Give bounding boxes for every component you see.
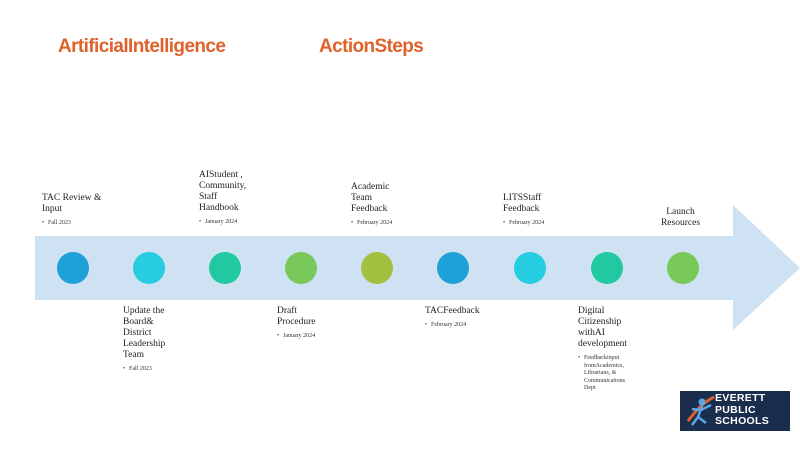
timeline-dot xyxy=(591,252,623,284)
timeline-dot xyxy=(361,252,393,284)
step-date: January 2024 xyxy=(199,219,269,227)
step-label: TAC Review & Input xyxy=(42,193,102,214)
step-label: Launch Resources xyxy=(660,207,701,228)
step-date: Fall 2023 xyxy=(123,366,178,374)
step-date: February 2024 xyxy=(351,220,421,228)
step-label: Update the Board& District Leadership Te… xyxy=(123,306,166,360)
step-date: February 2024 xyxy=(503,220,573,228)
step-label: LITSStaff Feedback xyxy=(503,193,542,214)
timeline-arrow-shape xyxy=(35,205,800,330)
step-date: February 2024 xyxy=(425,322,495,330)
title-action-steps: ActionSteps xyxy=(319,36,424,57)
step-update-board: Update the Board& District Leadership Te… xyxy=(123,306,178,374)
timeline-dot xyxy=(667,252,699,284)
logo-figure-icon xyxy=(686,395,715,426)
step-feedback-note: Feedbackinput fromAcademics, Librarians,… xyxy=(578,355,638,393)
step-ai-student-handbook: AIStudent , Community, Staff Handbook Ja… xyxy=(199,170,269,227)
step-label: Draft Procedure xyxy=(277,306,316,327)
timeline-dot xyxy=(514,252,546,284)
timeline-dot xyxy=(437,252,469,284)
logo-line-schools: SCHOOLS xyxy=(715,415,770,427)
step-label: Academic Team Feedback xyxy=(351,182,390,214)
step-academic-team-feedback: Academic Team Feedback February 2024 xyxy=(351,182,421,228)
step-label: Digital Citizenship withAI development xyxy=(578,306,628,349)
logo-text: EVERETT PUBLIC SCHOOLS xyxy=(715,392,770,428)
step-date: Fall 2023 xyxy=(42,220,117,228)
everett-public-schools-logo: EVERETT PUBLIC SCHOOLS xyxy=(680,391,790,431)
timeline-dot xyxy=(133,252,165,284)
logo-line-everett: EVERETT xyxy=(715,392,766,404)
step-lits-staff-feedback: LITSStaff Feedback February 2024 xyxy=(503,193,573,228)
step-tac-review: TAC Review & Input Fall 2023 xyxy=(42,193,117,228)
step-tac-feedback: TACFeedback February 2024 xyxy=(425,306,495,330)
timeline-dot xyxy=(57,252,89,284)
title-artificial-intelligence: ArtificialIntelligence xyxy=(58,36,226,57)
step-draft-procedure: Draft Procedure January 2024 xyxy=(277,306,337,341)
step-label: AIStudent , Community, Staff Handbook xyxy=(199,170,247,213)
timeline-dot xyxy=(285,252,317,284)
step-digital-citizenship: Digital Citizenship withAI development F… xyxy=(578,306,638,393)
step-date: January 2024 xyxy=(277,333,337,341)
timeline-dot xyxy=(209,252,241,284)
logo-line-public: PUBLIC xyxy=(715,403,756,416)
step-label: TACFeedback xyxy=(425,306,480,316)
step-launch-resources: Launch Resources xyxy=(653,207,708,229)
